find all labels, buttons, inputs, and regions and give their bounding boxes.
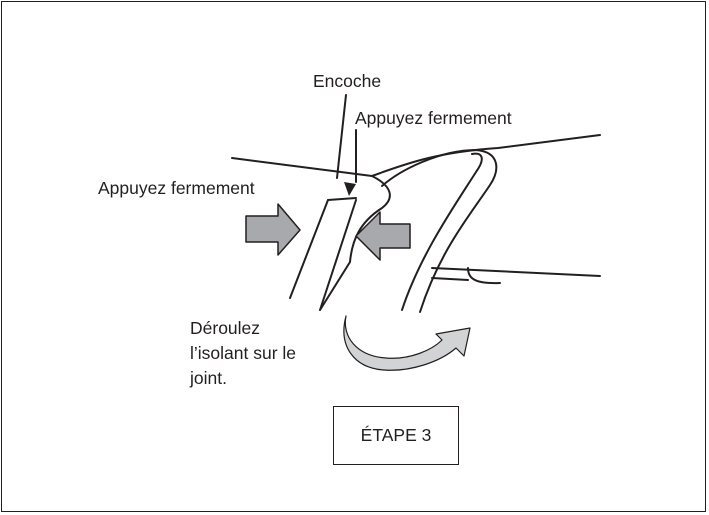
notch-pointer-arrowhead [344,182,356,196]
pipe-bottom-inner [467,267,501,285]
press-firmly-label-left: Appuyez fermement [98,178,255,198]
pipe-bottom-inner-2 [431,277,469,281]
flap-inner-curve [401,152,483,311]
pipe-bottom-edge [431,267,601,277]
unroll-line-3: joint. [190,368,227,388]
unroll-line-1: Déroulez [190,318,261,338]
step-label: ÉTAPE 3 [360,425,432,445]
press-firmly-label-right: Appuyez fermement [355,108,512,128]
seam-left-line [289,199,329,299]
unroll-curl-arrow [343,315,471,371]
pipe-top-edge [231,157,373,177]
notch-ledge [327,197,357,201]
notch-pointer-line [336,94,347,179]
step-label-box: ÉTAPE 3 [333,406,459,465]
unroll-line-2: l’isolant sur le [190,343,297,363]
insulation-shell-outer [319,175,391,311]
seam-right-line [319,199,357,311]
notch-label: Encoche [313,71,382,91]
press-arrow-right [355,211,411,261]
flap-outer-curve [381,149,498,313]
unroll-instruction: Déroulez l’isolant sur le joint. [190,316,296,391]
press-arrow-left [245,203,301,256]
